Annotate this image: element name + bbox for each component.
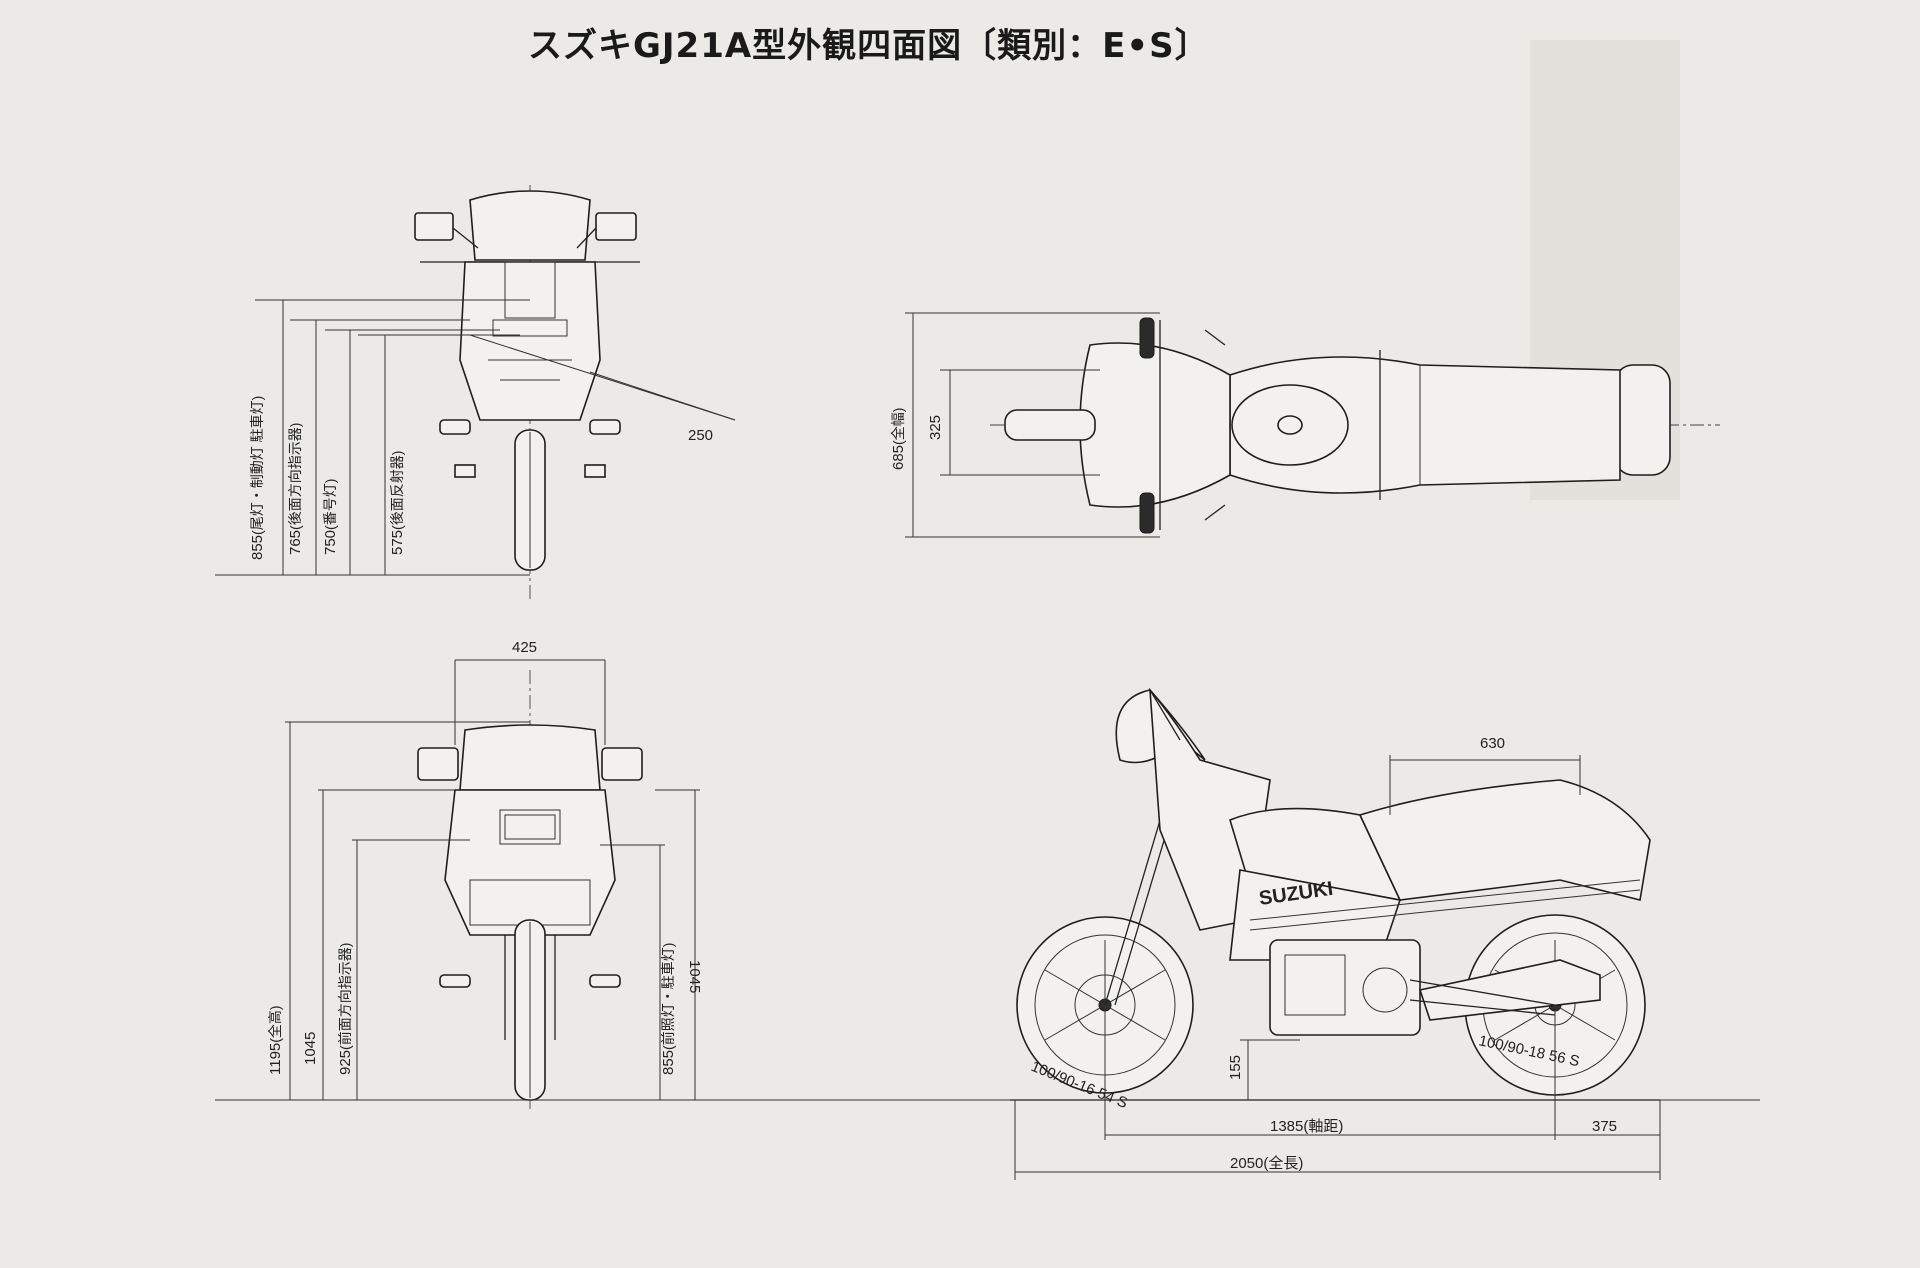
rear-dim-reflector: 575(後面反射器) bbox=[389, 451, 406, 555]
rear-dim-tail: 855(尾灯・制動灯 駐車灯) bbox=[249, 396, 266, 560]
top-view: 685(全幅) 325 bbox=[890, 312, 1720, 538]
front-dim-1045-right: 1045 bbox=[686, 960, 703, 993]
front-dim-headlamp: 855(前照灯・駐車灯) bbox=[660, 943, 677, 1075]
front-dim-width: 425 bbox=[512, 639, 537, 656]
side-dim-rear-overhang: 375 bbox=[1592, 1118, 1617, 1135]
side-dim-overall-length: 2050(全長) bbox=[1230, 1154, 1303, 1172]
front-dim-overall-height: 1195(全高) bbox=[267, 1005, 284, 1075]
rear-angle-label: 250 bbox=[688, 427, 713, 444]
side-dim-155: 155 bbox=[1227, 1055, 1244, 1080]
front-dim-turn-signal: 925(前面方向指示器) bbox=[337, 943, 354, 1075]
rear-dim-turn-signal: 765(後面方向指示器) bbox=[287, 423, 304, 555]
top-dim-overall-width: 685(全幅) bbox=[890, 408, 907, 470]
page-title: スズキGJ21A型外観四面図〔類別：E•S〕 bbox=[528, 26, 1210, 66]
rear-dim-plate-lamp: 750(番号灯) bbox=[322, 479, 339, 555]
front-dim-1045-left: 1045 bbox=[302, 1032, 319, 1065]
rear-view: 250 855(尾灯・制動灯 駐車灯) 765(後面方向指示器) 750(番号灯… bbox=[215, 185, 736, 600]
top-dim-325: 325 bbox=[927, 415, 944, 440]
side-dim-630: 630 bbox=[1480, 735, 1505, 752]
side-view: SUZUKI 100/90-16 54 S 100/90-18 56 S 630 bbox=[1010, 687, 1661, 1180]
front-view: 425 1195(全高) 1045 925(前面方向指示器) 855 bbox=[215, 639, 1760, 1110]
side-dim-wheelbase: 1385(軸距) bbox=[1270, 1118, 1343, 1135]
